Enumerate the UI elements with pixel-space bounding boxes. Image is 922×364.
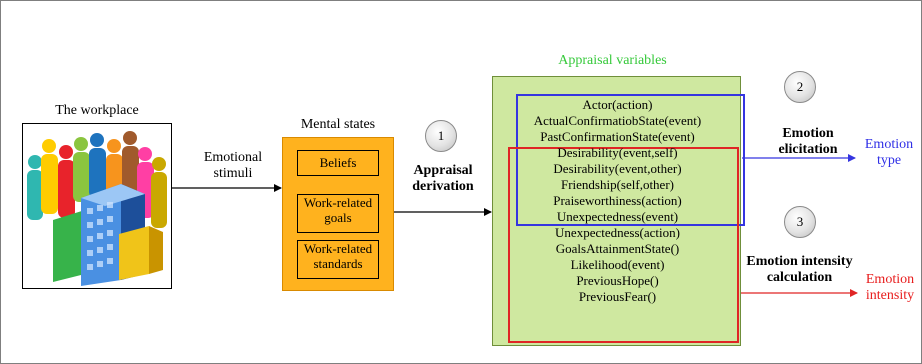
work-goals-box: Work-related goals <box>297 194 379 233</box>
emotion-elicitation-label: Emotion elicitation <box>758 126 858 158</box>
workplace-icon <box>27 131 167 286</box>
appraisal-variable: ActualConfirmatiobState(event) <box>533 113 702 128</box>
appraisal-variable: Likelihood(event) <box>570 257 665 272</box>
appraisal-variables-box <box>492 76 741 346</box>
work-goals-line-1: Work-related <box>303 195 373 210</box>
appraisal-variable: PreviousHope() <box>576 273 659 288</box>
work-standards-line-1: Work-related <box>303 241 373 256</box>
emotion-type-output: Emotion type <box>856 137 922 169</box>
appraisal-variable: PreviousFear() <box>578 289 657 304</box>
appraisal-derivation-line-2: derivation <box>412 179 474 195</box>
appraisal-variables-title: Appraisal variables <box>558 53 667 68</box>
appraisal-variable: Unexpectedness(event) <box>556 209 679 224</box>
emotion-intensity-line-1: Emotion <box>865 272 915 287</box>
elicitation-line-1: Emotion <box>782 126 834 141</box>
appraisal-derivation-label: Appraisal derivation <box>403 163 483 195</box>
step-3-circle: 3 <box>784 206 816 238</box>
appraisal-variable: Praiseworthiness(action) <box>553 193 682 208</box>
emotional-stimuli-label: Emotional stimuli <box>193 150 273 182</box>
elicitation-variables-group <box>516 94 745 226</box>
appraisal-variable: Desirability(event,other) <box>553 161 682 176</box>
appraisal-derivation-line-1: Appraisal <box>413 163 473 178</box>
step-1-circle: 1 <box>425 120 457 152</box>
appraisal-variable: GoalsAttainmentState() <box>555 241 680 256</box>
emotion-type-line-2: type <box>876 153 902 169</box>
emotion-intensity-output: Emotion intensity <box>858 272 922 304</box>
appraisal-variable: PastConfirmationState(event) <box>540 129 695 144</box>
intensity-calc-line-2: calculation <box>766 270 833 286</box>
stimuli-line-1: Emotional <box>203 150 263 165</box>
emotion-intensity-calculation-label: Emotion intensity calculation <box>732 254 867 286</box>
mental-states-box: Beliefs Work-related goals Work-related … <box>282 137 394 291</box>
appraisal-variable: Unexpectedness(action) <box>555 225 680 240</box>
mental-states-title: Mental states <box>300 117 376 132</box>
intensity-variables-group <box>508 147 739 343</box>
workplace-title: The workplace <box>55 103 139 118</box>
stimuli-line-2: stimuli <box>213 166 253 182</box>
step-2-circle: 2 <box>784 71 816 103</box>
work-standards-line-2: standards <box>313 255 363 271</box>
work-goals-line-2: goals <box>324 209 352 225</box>
emotion-intensity-line-2: intensity <box>865 288 915 304</box>
appraisal-variable: Desirability(event,self) <box>557 145 678 160</box>
beliefs-box: Beliefs <box>297 150 379 176</box>
appraisal-variables-list: Actor(action) ActualConfirmatiobState(ev… <box>500 97 735 305</box>
workplace-illustration <box>22 123 172 289</box>
beliefs-label: Beliefs <box>319 155 357 170</box>
appraisal-variable: Friendship(self,other) <box>560 177 674 192</box>
work-standards-box: Work-related standards <box>297 240 379 279</box>
intensity-calc-line-1: Emotion intensity <box>746 254 853 269</box>
appraisal-variable: Actor(action) <box>582 97 653 112</box>
emotion-type-line-1: Emotion <box>864 137 914 152</box>
elicitation-line-2: elicitation <box>778 142 838 158</box>
